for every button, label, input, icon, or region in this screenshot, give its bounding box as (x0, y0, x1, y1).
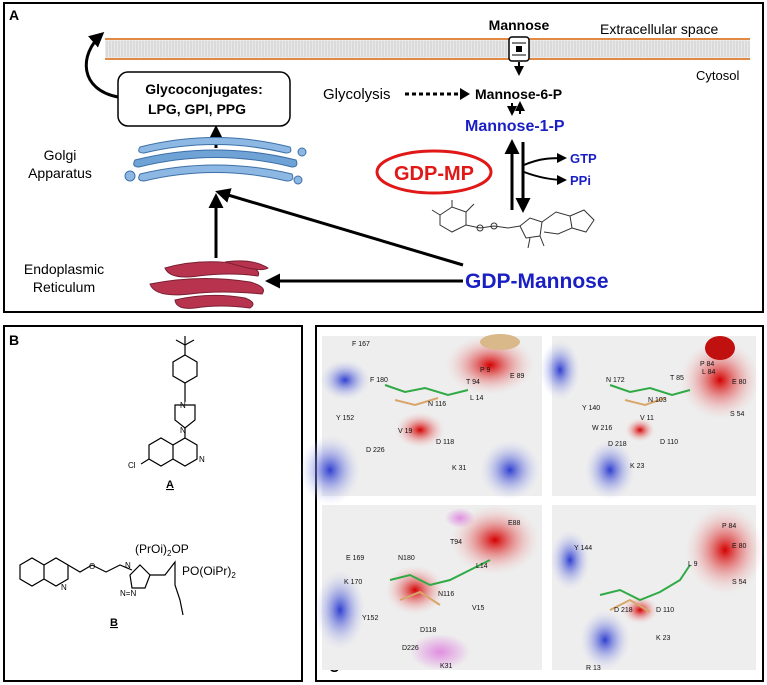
gdp-mp-label: GDP-MP (394, 163, 474, 185)
labels-bottom-right: P 84 E 80 Y 144 L 9 S 54 D 218 D 110 K 23 R 13 (574, 523, 747, 672)
panel-a: A Mannose Extracellular space Cytosol Gl… (3, 2, 764, 313)
extracellular-label: Extracellular space (600, 21, 718, 37)
golgi-apparatus-icon (124, 137, 307, 185)
glycoconjugates-title: Glycoconjugates: (145, 81, 262, 97)
residue-label: P 9 (480, 367, 490, 374)
mannose-transporter (508, 36, 530, 62)
residue-label: E 89 (510, 373, 525, 380)
cytosol-label: Cytosol (696, 68, 739, 83)
panel-b: B N N N Cl A N O N N=N (PrOi)2 (3, 325, 303, 682)
surface-bottom-right (550, 505, 765, 670)
compound-a-n3: N (199, 455, 205, 464)
surface-top-right (540, 336, 760, 500)
compound-b-triazole-nn: N=N (120, 589, 136, 598)
residue-label: F 167 (352, 341, 370, 348)
residue-label: N 103 (648, 397, 667, 404)
residue-label: P 84 (700, 361, 714, 368)
mannose1p-label: Mannose-1-P (465, 118, 565, 135)
compound-a-structure (140, 336, 198, 467)
glycolysis-label: Glycolysis (323, 86, 391, 103)
labels-top-left: F 167 F 180 T 94P 9 E 89 N 116 L 14 Y 152 V 19 D… (336, 341, 525, 472)
er-label-1: Endoplasmic (24, 261, 104, 277)
labels-top-right: N 172 T 85 P 84L 84 E 80 Y 140 N 103 W 216 V 11… (582, 361, 747, 470)
residue-label: T94 (450, 539, 462, 546)
compound-b-structure (19, 557, 184, 616)
residue-label: P 84 (722, 523, 736, 530)
compound-b-quinoline-n: N (61, 583, 67, 592)
residue-label: Y 140 (582, 405, 600, 412)
residue-label: K 23 (656, 635, 671, 642)
residue-label: V15 (472, 605, 485, 612)
er-label-2: Reticulum (33, 279, 95, 295)
residue-label: E88 (508, 520, 521, 527)
residue-label: W 216 (592, 425, 612, 432)
residue-label: T 85 (670, 375, 684, 382)
residue-label: E 169 (346, 555, 364, 562)
residue-label: D 218 (608, 441, 627, 448)
panel-a-letter: A (9, 7, 19, 23)
residue-label: Y152 (362, 615, 378, 622)
compound-b-group1: (PrOi)2OP (135, 542, 189, 558)
residue-label: L 84 (702, 369, 715, 376)
residue-label: T 94 (466, 379, 480, 386)
residue-label: S 54 (732, 579, 747, 586)
residue-label: F 180 (370, 377, 388, 384)
residue-label: D 218 (614, 607, 633, 614)
surface-top-left (300, 334, 542, 505)
cell-membrane (105, 38, 750, 60)
glycoconjugates-list: LPG, GPI, PPG (148, 101, 246, 117)
compound-a-label: A (166, 479, 174, 491)
residue-label: E 80 (732, 543, 747, 550)
residue-label: D 110 (660, 439, 678, 446)
golgi-label-1: Golgi (44, 147, 77, 163)
compound-a-n2: N (180, 426, 186, 435)
residue-label: V 11 (640, 415, 654, 422)
residue-label: L14 (476, 563, 488, 570)
enzyme-oval (375, 149, 493, 195)
residue-label: L 9 (688, 561, 698, 568)
residue-label: N 116 (428, 401, 446, 408)
residue-label: K 23 (630, 463, 645, 470)
residue-label: Y 144 (574, 545, 592, 552)
residue-label: D 118 (436, 439, 454, 446)
compound-b-o: O (89, 562, 95, 571)
surface-bottom-left (315, 505, 542, 670)
glycoconjugates-box (117, 71, 291, 127)
gdp-mannose-label: GDP-Mannose (465, 270, 609, 293)
residue-label: D 110 (656, 607, 674, 614)
residue-label: Y 152 (336, 415, 354, 422)
residue-label: N 172 (606, 377, 625, 384)
compound-b-label: B (110, 617, 118, 629)
golgi-label-2: Apparatus (28, 165, 92, 181)
mannose6p-label: Mannose-6-P (475, 86, 562, 102)
residue-label: N116 (438, 591, 454, 598)
panel-b-letter: B (9, 332, 19, 348)
residue-label: N180 (398, 555, 415, 562)
gtp-label: GTP (570, 151, 597, 166)
gdp-mannose-structure (431, 200, 595, 249)
residue-label: R 13 (586, 665, 601, 672)
residue-label: K 170 (344, 579, 362, 586)
residue-label: D118 (420, 627, 436, 634)
residue-label: V 19 (398, 428, 413, 435)
endoplasmic-reticulum-icon (149, 260, 269, 309)
residue-label: K 31 (452, 465, 467, 472)
residue-label: D226 (402, 645, 419, 652)
compound-a-cl: Cl (128, 461, 136, 470)
residue-label: D 226 (366, 447, 385, 454)
compound-b-triazole-n: N (125, 561, 131, 570)
mannose-label: Mannose (489, 17, 550, 33)
residue-label: S 54 (730, 411, 745, 418)
compound-a-n1: N (180, 401, 186, 410)
residue-label: K31 (440, 663, 453, 670)
residue-label: L 14 (470, 395, 483, 402)
ppi-label: PPi (570, 173, 591, 188)
residue-label: E 80 (732, 379, 747, 386)
compound-b-group2: PO(OiPr)2 (182, 564, 236, 580)
